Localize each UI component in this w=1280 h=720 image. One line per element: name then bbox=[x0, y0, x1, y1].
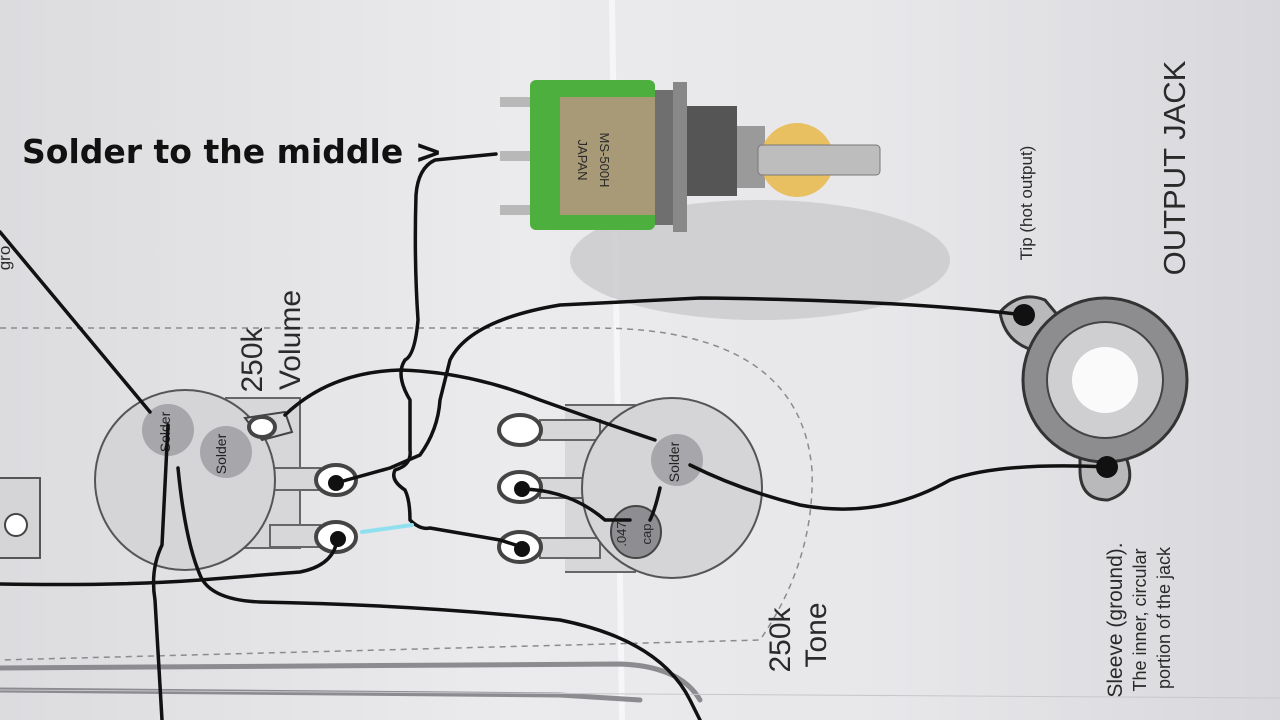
tone-value-label: 250k bbox=[764, 606, 797, 672]
cap-word: cap bbox=[639, 524, 654, 545]
switch-casing bbox=[560, 97, 655, 215]
jumper-wire bbox=[360, 523, 414, 534]
switch-lug-middle bbox=[500, 151, 540, 161]
printed-wire-1 bbox=[0, 661, 703, 703]
volume-lug-middle bbox=[314, 463, 358, 497]
tone-lug-middle bbox=[497, 470, 543, 504]
volume-lug-arm-2 bbox=[269, 524, 321, 548]
wire-sleeve-to-tone bbox=[688, 463, 1109, 511]
wire-ground-long bbox=[176, 466, 702, 720]
volume-pot: Solder Solder bbox=[94, 389, 358, 571]
sleeve-desc-2: portion of the jack bbox=[1154, 546, 1174, 689]
wire-volume-to-tone bbox=[283, 368, 657, 442]
cap-value: .047 bbox=[614, 521, 629, 546]
tone-lug-arm-3 bbox=[539, 537, 601, 559]
tone-name-label: Tone bbox=[800, 602, 833, 667]
switch-shadow bbox=[570, 200, 950, 320]
wire-tip-to-volume bbox=[334, 296, 1026, 485]
volume-solder-label-2: Solder bbox=[213, 433, 229, 474]
tone-lug-top bbox=[497, 413, 543, 447]
tone-lug-arm-1 bbox=[539, 419, 601, 441]
switch-marking-1: MS-500H bbox=[597, 133, 612, 188]
wire-tone-to-cap bbox=[520, 487, 632, 522]
volume-name-label: Volume bbox=[274, 290, 307, 390]
tone-pot: Solder .047 cap bbox=[497, 397, 763, 579]
printed-wires bbox=[0, 661, 703, 703]
jack-hole bbox=[1072, 347, 1138, 413]
switch-washer bbox=[673, 82, 687, 232]
volume-lug-top bbox=[243, 410, 294, 442]
tip-label: Tip (hot output) bbox=[1017, 146, 1036, 261]
toggle-switch: MS-500H JAPAN bbox=[500, 80, 881, 232]
switch-nut bbox=[687, 106, 737, 196]
volume-value-label: 250k bbox=[236, 326, 269, 392]
switch-marking-2: JAPAN bbox=[575, 140, 590, 181]
black-wires bbox=[0, 152, 1109, 720]
printed-wire-2 bbox=[0, 687, 643, 703]
wire-ground-down bbox=[151, 423, 170, 720]
switch-bushing bbox=[655, 90, 673, 225]
output-jack-label: OUTPUT JACK bbox=[1157, 60, 1192, 275]
sleeve-label: Sleeve (ground). bbox=[1104, 542, 1127, 697]
sleeve-desc-1: The inner, circular bbox=[1130, 548, 1150, 691]
wire-volume-out bbox=[0, 543, 338, 587]
wire-switch-to-tone bbox=[392, 152, 524, 549]
edge-component-hole bbox=[4, 513, 28, 537]
tone-solder-blob bbox=[651, 434, 703, 486]
tone-solder-label: Solder bbox=[666, 441, 682, 482]
edge-fragment-label: gro bbox=[0, 246, 14, 271]
output-jack bbox=[998, 295, 1189, 502]
annotation-caption: Solder to the middle > bbox=[22, 132, 443, 171]
volume-lug-arm-1 bbox=[269, 467, 321, 491]
dashed-outline bbox=[0, 327, 813, 661]
switch-lug-top bbox=[500, 97, 540, 107]
volume-solder-blob-2 bbox=[200, 426, 252, 478]
switch-lever bbox=[757, 144, 881, 176]
volume-lug-bottom bbox=[314, 520, 358, 554]
wire-cap-lead bbox=[648, 486, 662, 522]
paper-crease bbox=[0, 689, 1280, 699]
volume-solder-label-1: Solder bbox=[157, 411, 173, 452]
wire-input bbox=[0, 230, 152, 414]
switch-lug-bottom bbox=[500, 205, 540, 215]
